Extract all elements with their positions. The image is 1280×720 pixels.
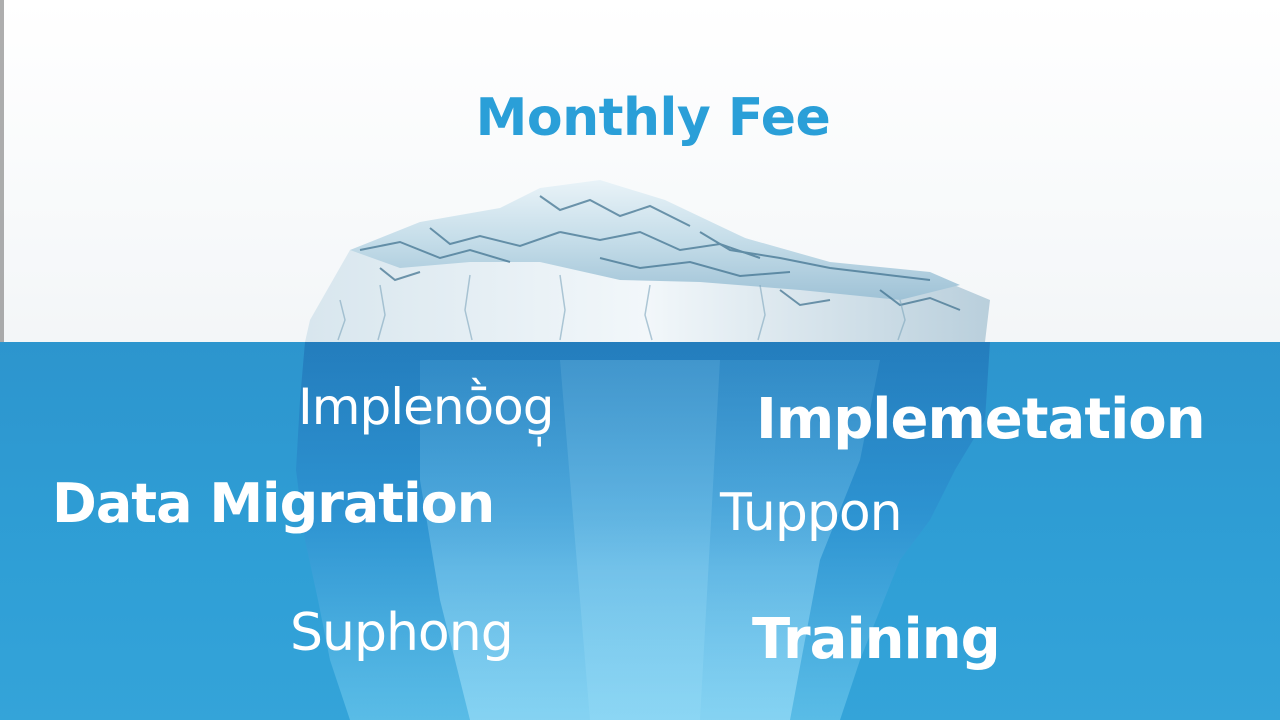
headline-monthly-fee: Monthly Fee	[475, 88, 831, 148]
water-shade	[0, 342, 1280, 720]
hidden-cost-label: Data Migration	[52, 472, 495, 535]
hidden-cost-label: Tuppon	[720, 483, 903, 543]
hidden-cost-label: Implemetation	[756, 387, 1206, 452]
hidden-cost-label: Suphong	[290, 603, 514, 663]
hidden-cost-label: Training	[752, 607, 1001, 672]
hidden-cost-label: Implenṑog̩	[298, 378, 554, 436]
